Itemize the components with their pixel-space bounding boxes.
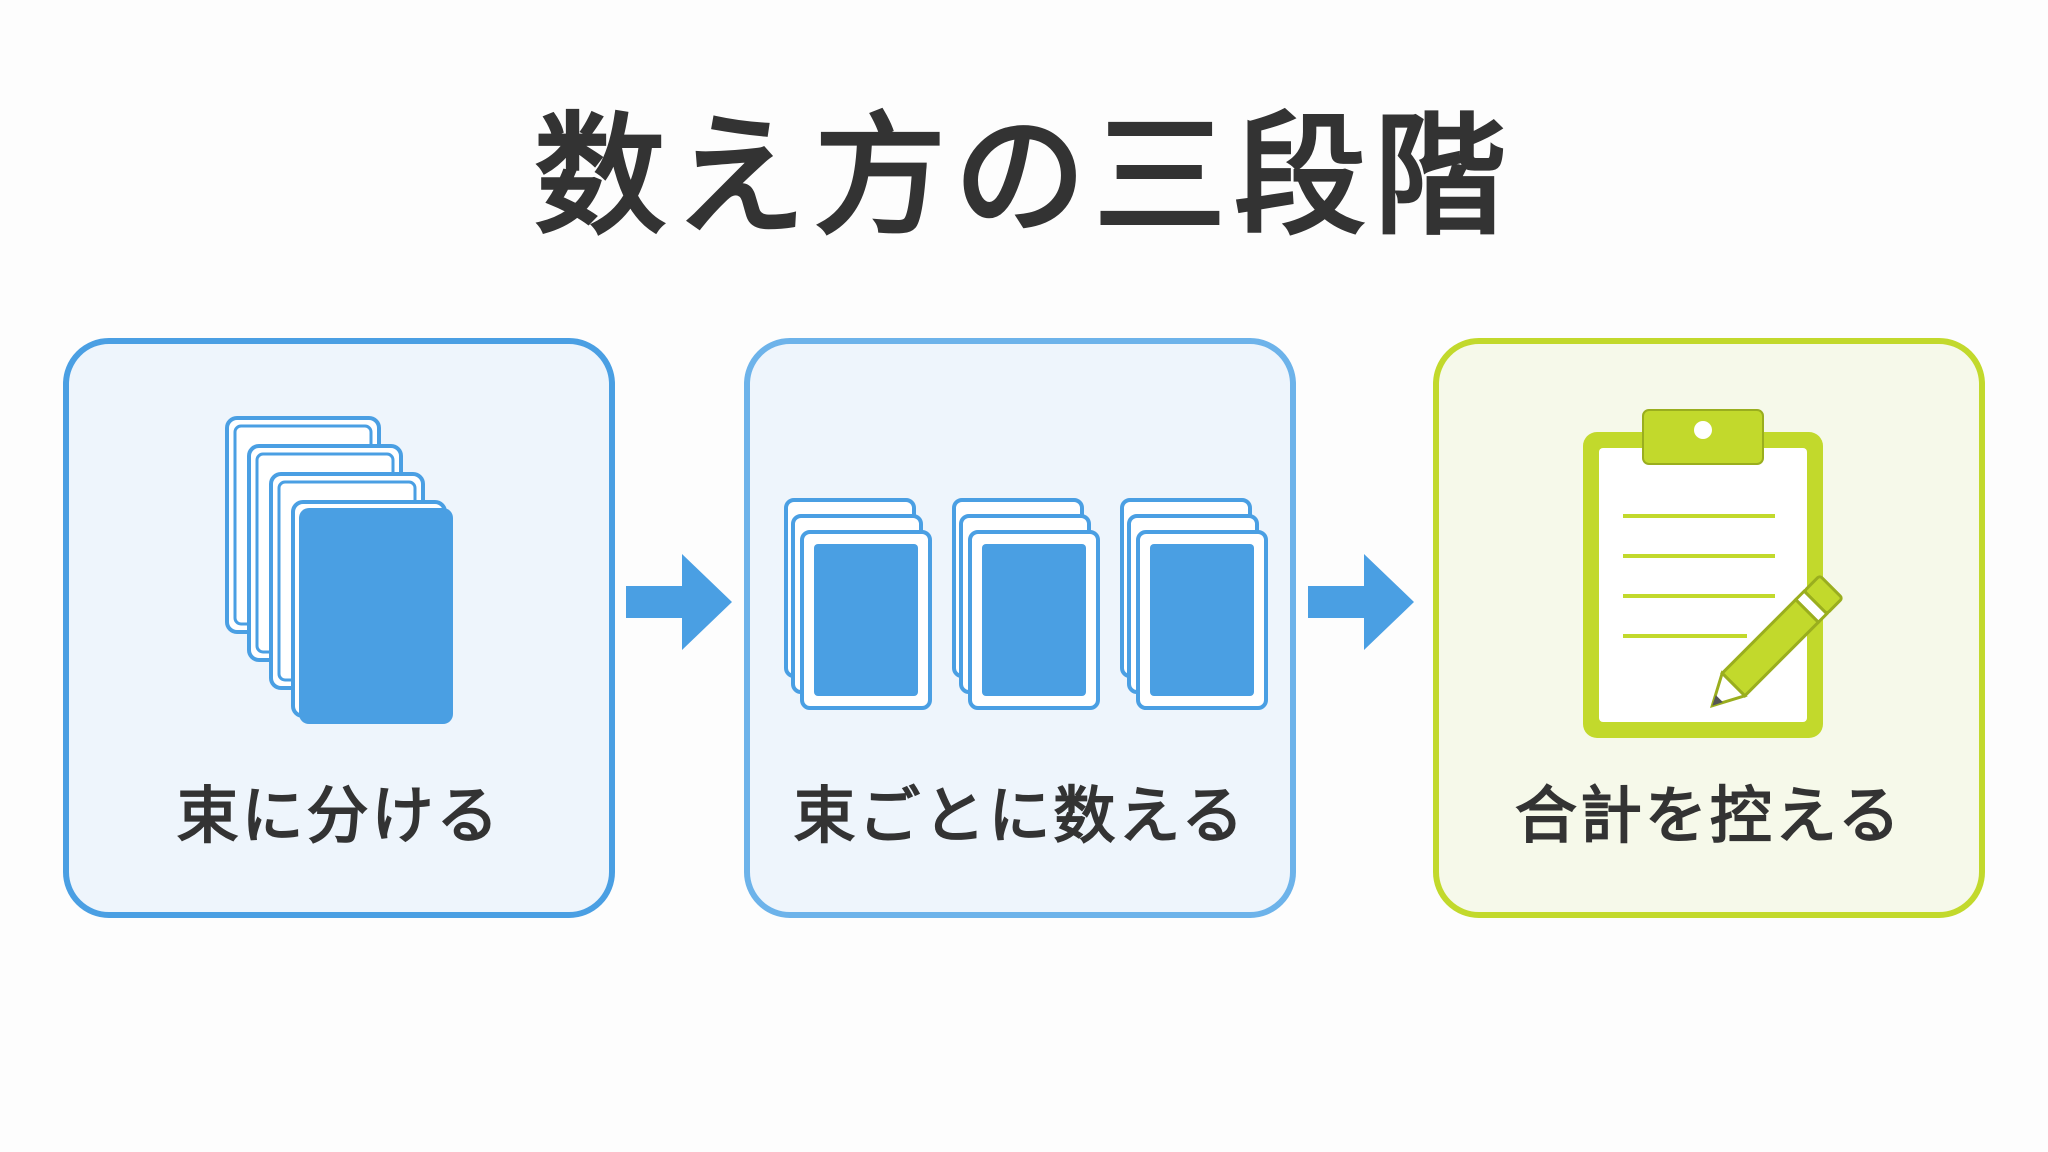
card-bundles-icon — [784, 498, 1268, 710]
pencil-icon — [1710, 575, 1843, 708]
step-card-record: 合計を控える — [1433, 338, 1985, 918]
step-card-split: 束に分ける — [63, 338, 615, 918]
page-title: 数え方の三段階 — [534, 100, 1514, 254]
step-card-count: 束ごとに数える — [744, 338, 1296, 918]
clipboard-pencil-icon — [1583, 409, 1843, 738]
arrow-right-icon — [1308, 554, 1414, 650]
step-label-record: 合計を控える — [1514, 779, 1904, 852]
card-bundle-1 — [784, 498, 932, 710]
step-label-split: 束に分ける — [176, 779, 502, 852]
card-bundle-2 — [952, 498, 1100, 710]
arrow-right-icon — [626, 554, 732, 650]
card-bundle-3 — [1120, 498, 1268, 710]
stacked-cards-icon — [225, 416, 453, 724]
step-label-count: 束ごとに数える — [793, 779, 1247, 852]
